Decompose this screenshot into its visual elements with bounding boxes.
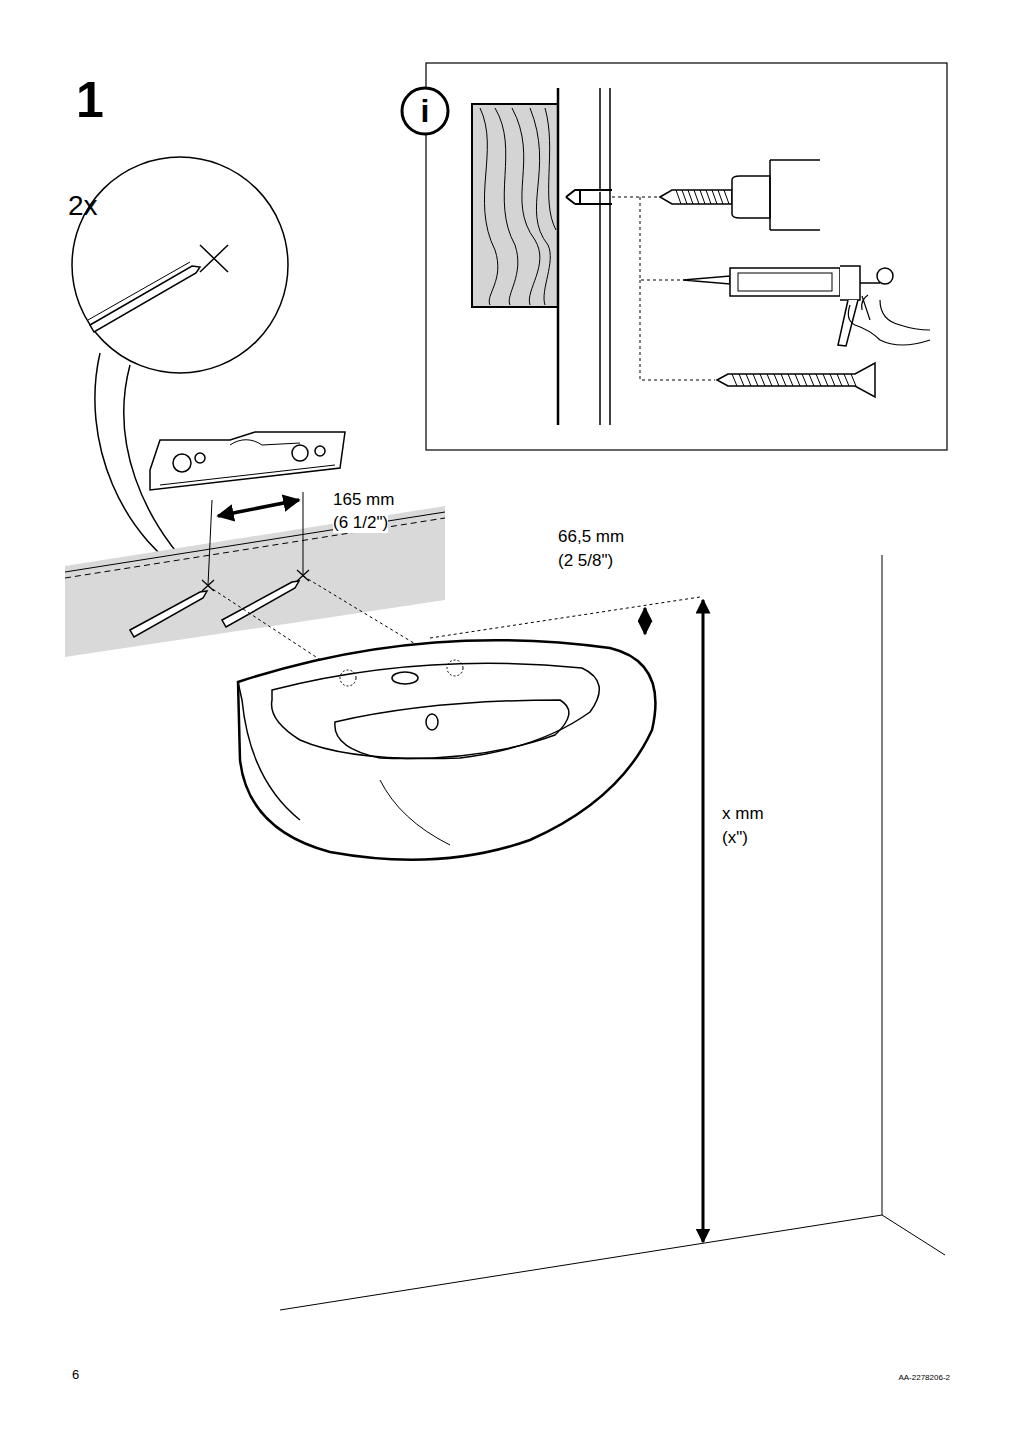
- info-panel: [426, 63, 947, 450]
- dimension-arrow: [644, 608, 647, 634]
- height-arrow: [702, 600, 705, 1242]
- mark-x: [200, 245, 228, 272]
- pencil: [90, 266, 200, 332]
- wood-stud: [472, 104, 558, 307]
- overflow-hole: [426, 714, 438, 730]
- dimension: 66,5 mm: [558, 527, 624, 547]
- drill-body: [770, 160, 820, 230]
- step-number: 1: [76, 72, 104, 130]
- wood-grain: [480, 108, 556, 305]
- gun-ring: [877, 268, 893, 284]
- dimension-imperial: (2 5/8"): [558, 551, 613, 571]
- wall-area: [65, 506, 445, 657]
- drill-chuck: [732, 176, 770, 218]
- mounting-hole: [340, 670, 356, 686]
- hand: [848, 295, 930, 345]
- sealant-cartridge: [730, 268, 840, 296]
- mounting-hole: [447, 660, 463, 676]
- dimension: x mm: [722, 804, 764, 824]
- spirit-level: [150, 432, 345, 490]
- wall-plug: [566, 190, 612, 204]
- dimension-imperial: (x"): [722, 828, 748, 848]
- room-corner: [882, 555, 883, 1215]
- guide-lines: [612, 197, 715, 380]
- gun-handle: [838, 300, 858, 346]
- quantity: 2x: [68, 190, 98, 222]
- tap-hole: [392, 672, 418, 684]
- floor-line: [280, 1215, 882, 1310]
- dimension-imperial: (6 1/2"): [333, 513, 388, 533]
- info-letter: i: [421, 93, 430, 130]
- wall-surface: [557, 88, 560, 425]
- detail-circle: [72, 157, 288, 373]
- dimension: 165 mm: [333, 490, 394, 510]
- dimension-arrow: [218, 500, 299, 516]
- document-code: AA-2278206-2: [898, 1373, 950, 1382]
- pencil: [130, 591, 207, 637]
- wash-basin: [238, 640, 655, 860]
- screw: [717, 363, 875, 397]
- info-icon: [402, 88, 448, 134]
- page-number: 6: [72, 1368, 79, 1383]
- drill-bit: [660, 190, 732, 204]
- sealant-nozzle: [683, 276, 730, 284]
